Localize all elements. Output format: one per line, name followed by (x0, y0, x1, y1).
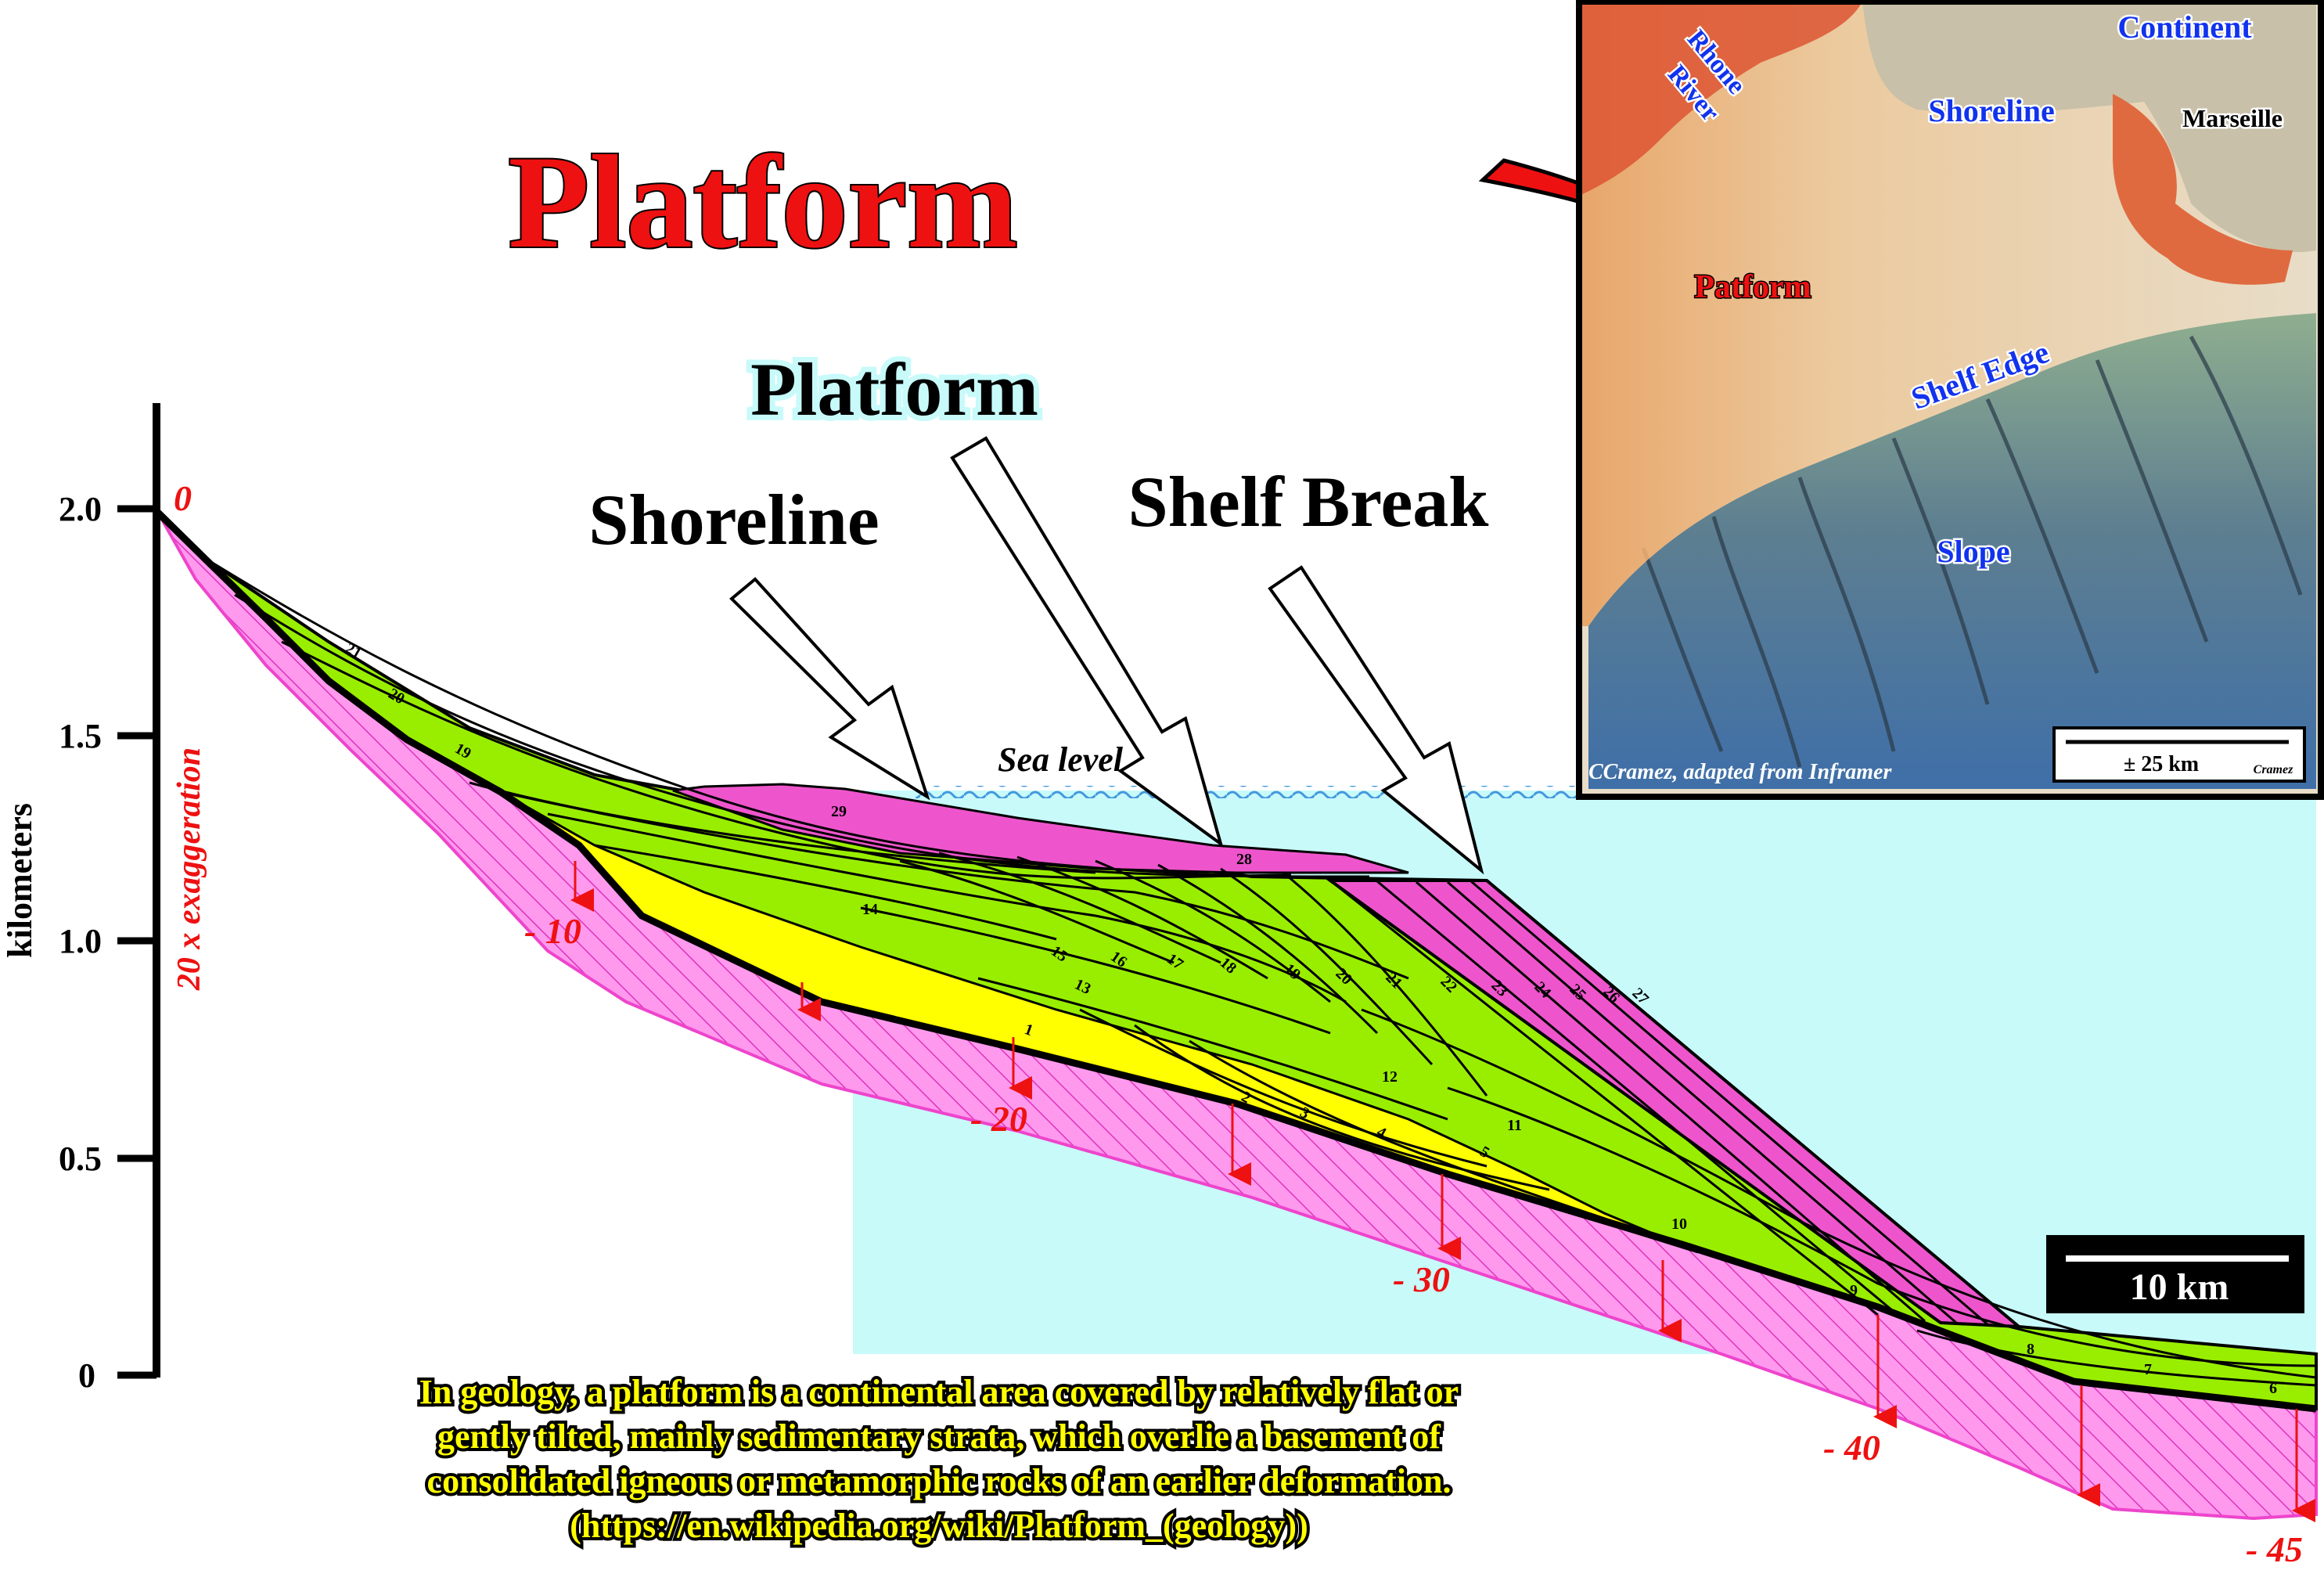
subsidence-10: - 10 (524, 911, 581, 951)
unit-10: 10 (1671, 1215, 1687, 1233)
map-continent-label: Continent (2117, 9, 2252, 45)
tick-1-5: 1.5 (59, 717, 102, 755)
map-shoreline-label: Shoreline (1928, 93, 2055, 128)
tick-1-0: 1.0 (59, 922, 102, 960)
unit-28: 28 (1236, 851, 1252, 868)
strata-lines (203, 556, 2317, 1387)
map-scale-label: ± 25 km (2124, 752, 2199, 776)
caption: In geology, a platform is a continental … (416, 1370, 1462, 1548)
sea-level-label: Sea level (998, 740, 1124, 779)
caption-line-4: (https://en.wikipedia.org/wiki/Platform_… (570, 1507, 1308, 1545)
map-patform-label: Patform (1694, 269, 1811, 305)
caption-line-1: In geology, a platform is a continental … (419, 1373, 1459, 1411)
tick-0: 0 (78, 1356, 95, 1395)
tick-2-0: 2.0 (59, 490, 102, 528)
map-continent-red (1579, 2, 1862, 196)
shoreline-label: Shoreline (588, 480, 879, 560)
map-scale-credit: Cramez (2254, 763, 2293, 776)
shoreline-arrow (729, 577, 930, 801)
subsidence-labels: 0 - 10 - 20 - 30 - 40 - 45 (174, 478, 2303, 1569)
map-continent-east (1862, 2, 2316, 252)
basement-top (155, 510, 2317, 1413)
subsidence-40: - 40 (1823, 1428, 1880, 1468)
subsidence-45: - 45 (2246, 1529, 2303, 1569)
map-credit: CCramez, adapted from Inframer (1588, 760, 1892, 784)
unit-12: 12 (1382, 1068, 1398, 1086)
unit-29: 29 (831, 803, 847, 820)
map-frame (1576, 0, 2324, 800)
map-coast-red (2113, 94, 2293, 285)
unit-11: 11 (1507, 1117, 1522, 1134)
caption-line-3: consolidated igneous or metamorphic rock… (427, 1462, 1452, 1500)
tick-0-5: 0.5 (59, 1140, 102, 1178)
shelf-break-label: Shelf Break (1128, 462, 1490, 542)
caption-line-2: gently tilted, mainly sedimentary strata… (437, 1417, 1441, 1456)
pink-topsets (672, 783, 1409, 874)
unit-6: 6 (2269, 1380, 2277, 1397)
y-tick-labels: 2.0 1.5 1.0 0.5 0 (59, 490, 102, 1395)
subsidence-30: - 30 (1393, 1259, 1450, 1299)
subsidence-arrows (570, 861, 2315, 1522)
unit-14: 14 (862, 901, 878, 918)
subsidence-20: - 20 (970, 1099, 1027, 1139)
scale-bar: 10 km (2046, 1235, 2304, 1313)
unit-9: 9 (1850, 1282, 1858, 1299)
shelf-break-arrow (1268, 565, 1484, 875)
exaggeration-label: 20 x exaggeration (171, 747, 207, 991)
map-scale-box: ± 25 km Cramez (2052, 726, 2306, 783)
map-slope-label: Slope (1937, 534, 2009, 569)
main-title: Platform (508, 128, 1017, 276)
unit-7: 7 (2144, 1361, 2152, 1378)
subsidence-0: 0 (174, 478, 192, 518)
map-marseille-label: Marseille (2182, 104, 2283, 132)
y-axis (117, 403, 160, 1379)
platform-label: Platform (750, 348, 1038, 431)
platform-arrow (950, 436, 1224, 848)
unit-8: 8 (2027, 1341, 2034, 1358)
y-axis-label: kilometers (1, 803, 39, 958)
scale-bar-label: 10 km (2130, 1266, 2229, 1308)
callout-arrows (729, 436, 1484, 875)
map-canyons (1641, 335, 2303, 768)
inset-map: Continent Rhone River Shoreline Marseill… (1576, 0, 2324, 800)
